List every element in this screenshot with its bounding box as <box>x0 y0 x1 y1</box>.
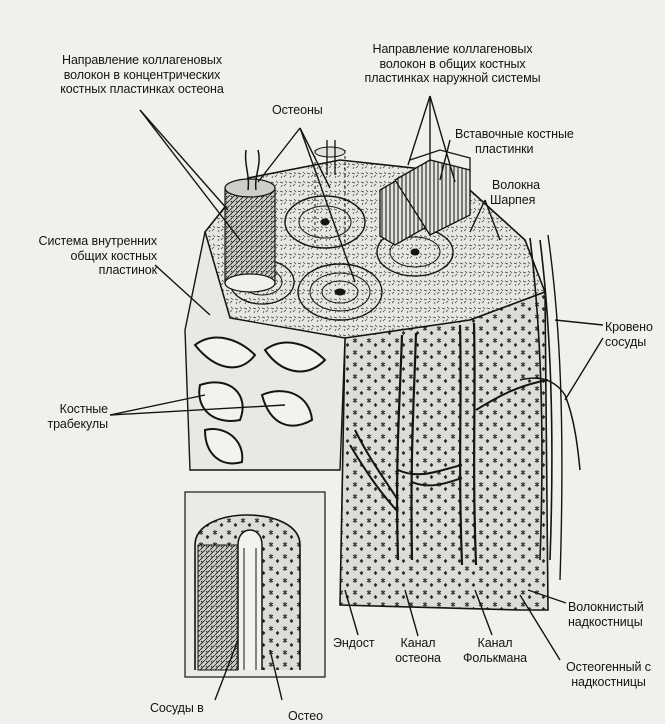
label-volkmann-canal: Канал Фолькмана <box>455 636 535 665</box>
label-vessels-in: Сосуды в <box>150 701 204 716</box>
label-line: Шарпея <box>490 193 540 208</box>
label-line: волокон в концентрических <box>32 68 252 83</box>
label-outer-fiber-direction: Направление коллагеновых волокон в общих… <box>345 42 560 86</box>
label-line: костных пластинках остеона <box>32 82 252 97</box>
label-line: надкостницы <box>552 675 665 690</box>
label-line: Костные <box>20 402 108 417</box>
label-line: волокон в общих костных <box>345 57 560 72</box>
label-osteon-canal: Канал остеона <box>388 636 448 665</box>
label-line: Вставочные костные <box>455 127 574 142</box>
label-trabeculae: Костные трабекулы <box>20 402 108 431</box>
label-line: сосуды <box>605 335 653 350</box>
label-line: надкостницы <box>568 615 644 630</box>
label-osteons: Остеоны <box>272 103 323 118</box>
label-sharpey-fibers: Волокна Шарпея <box>490 178 540 207</box>
label-line: Кровено <box>605 320 653 335</box>
label-blood-vessels: Кровено сосуды <box>605 320 653 349</box>
inset-detail <box>185 492 325 677</box>
label-line: пластинок <box>14 263 157 278</box>
label-line: Волокнистый <box>568 600 644 615</box>
label-line: общих костных <box>14 249 157 264</box>
label-line: трабекулы <box>20 417 108 432</box>
label-line: Фолькмана <box>455 651 535 666</box>
label-inner-lamellae-system: Система внутренних общих костных пластин… <box>14 234 157 278</box>
label-line: пластинках наружной системы <box>345 71 560 86</box>
label-line: Направление коллагеновых <box>32 53 252 68</box>
label-line: Канал <box>455 636 535 651</box>
label-osteo-cut: Остео <box>288 709 323 724</box>
label-line: остеона <box>388 651 448 666</box>
label-line: Остеогенный с <box>552 660 665 675</box>
label-fibrous-periosteum: Волокнистый надкостницы <box>568 600 644 629</box>
label-endosteum: Эндост <box>333 636 375 651</box>
label-line: пластинки <box>455 142 574 157</box>
label-line: Направление коллагеновых <box>345 42 560 57</box>
label-line: Система внутренних <box>14 234 157 249</box>
label-line: Волокна <box>490 178 540 193</box>
label-interstitial-lamellae: Вставочные костные пластинки <box>455 127 574 156</box>
label-osteogenic-layer: Остеогенный с надкостницы <box>552 660 665 689</box>
label-line: Канал <box>388 636 448 651</box>
label-osteon-fiber-direction: Направление коллагеновых волокон в конце… <box>32 53 252 97</box>
